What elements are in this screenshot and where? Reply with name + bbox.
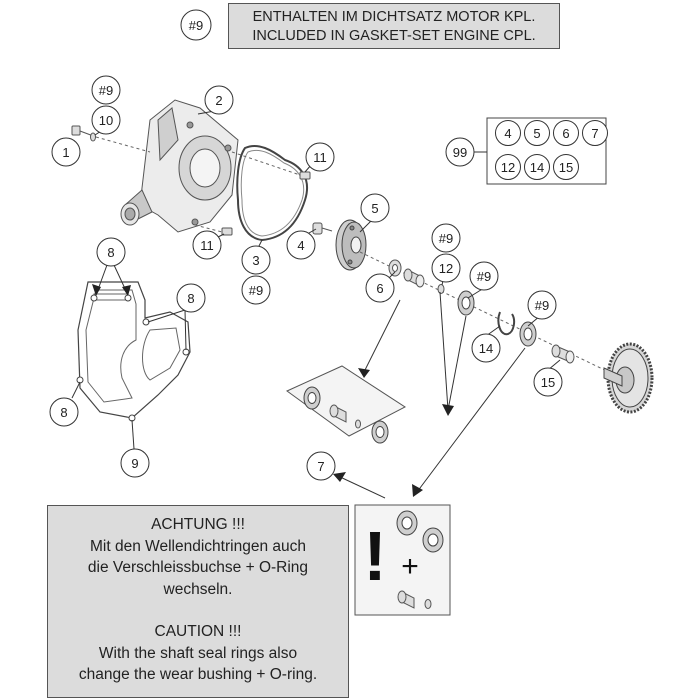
callout-c11a: 11 (305, 142, 335, 172)
callout-c8b: 8 (176, 283, 206, 313)
callout-c2: 2 (204, 85, 234, 115)
svg-text:7: 7 (317, 459, 324, 474)
svg-text:#9: #9 (189, 18, 203, 33)
note-en-title: CAUTION !!! (154, 623, 242, 640)
svg-text:#9: #9 (99, 83, 113, 98)
screw-11-upper (231, 151, 311, 180)
legend-line-en: INCLUDED IN GASKET-SET ENGINE CPL. (252, 28, 536, 44)
svg-text:14: 14 (479, 341, 493, 356)
callout-h9d: #9 (469, 261, 499, 291)
svg-text:15: 15 (541, 375, 555, 390)
callout-c4: 4 (286, 230, 316, 260)
callout-kit-item-4: 4 (495, 120, 521, 146)
svg-text:6: 6 (562, 126, 569, 141)
callout-c6: 6 (365, 273, 395, 303)
callout-c5: 5 (360, 193, 390, 223)
shaft-seal-lower (519, 321, 537, 347)
callout-kit-item-5: 5 (524, 120, 550, 146)
callout-c8c: 8 (49, 397, 79, 427)
note-en-line2: change the wear bushing + O-ring. (78, 666, 318, 683)
callout-h9e: #9 (527, 290, 557, 320)
note-de-title: ACHTUNG !!! (151, 516, 245, 533)
note-de-line1: Mit den Wellendichtringen auch (90, 537, 306, 555)
svg-text:99: 99 (453, 145, 467, 160)
callout-c10: 10 (91, 105, 121, 135)
warning-exclamation: ! (363, 517, 386, 595)
svg-text:1: 1 (62, 145, 69, 160)
screw-11-lower (194, 224, 233, 236)
warning-box: ! + (354, 504, 451, 616)
svg-text:11: 11 (313, 150, 327, 165)
callout-c12: 12 (431, 253, 461, 283)
washer-10 (90, 132, 96, 142)
svg-text:11: 11 (200, 238, 214, 253)
svg-text:#9: #9 (249, 283, 263, 298)
svg-text:12: 12 (439, 261, 453, 276)
svg-text:5: 5 (371, 201, 378, 216)
note-de-line3: wechseln. (163, 580, 233, 598)
note-de-line2: die Verschleissbuchse + O-Ring (87, 559, 309, 576)
callout-kit-item-15: 15 (553, 154, 579, 180)
callout-c15: 15 (533, 367, 563, 397)
legend-ref-callout: #9 (180, 9, 212, 41)
arrowheads (92, 284, 454, 497)
o-ring-12 (437, 284, 445, 294)
svg-text:5: 5 (533, 126, 540, 141)
callout-c7: 7 (306, 451, 336, 481)
gasket-3 (236, 144, 308, 242)
callout-c8a: 8 (96, 237, 126, 267)
warning-plus: + (401, 550, 419, 583)
svg-text:6: 6 (376, 281, 383, 296)
caution-note: ACHTUNG !!! Mit den Wellendichtringen au… (47, 505, 349, 698)
wear-bushing (403, 268, 425, 288)
callout-kit-number: 99 (445, 137, 475, 167)
circlip-14 (497, 311, 516, 336)
svg-text:10: 10 (99, 113, 113, 128)
gasket-set-legend: ENTHALTEN IM DICHTSATZ MOTOR KPL. INCLUD… (228, 3, 560, 49)
seal-set-7-box (286, 365, 406, 444)
shaft-seal-upper (457, 290, 475, 316)
callout-kit-item-14: 14 (524, 154, 550, 180)
pin-4 (312, 222, 333, 235)
callout-h9b: #9 (241, 275, 271, 305)
svg-text:15: 15 (559, 160, 573, 175)
svg-text:4: 4 (504, 126, 511, 141)
svg-text:8: 8 (60, 405, 67, 420)
callout-h9c: #9 (431, 223, 461, 253)
callout-c14: 14 (471, 333, 501, 363)
gasket-9 (77, 281, 191, 419)
svg-text:3: 3 (252, 253, 259, 268)
callout-c1: 1 (51, 137, 81, 167)
svg-text:9: 9 (131, 456, 138, 471)
water-pump-cover (120, 99, 239, 233)
bushing-6 (388, 259, 402, 277)
note-en-line1: With the shaft seal rings also (98, 644, 298, 662)
svg-text:#9: #9 (477, 269, 491, 284)
svg-text:4: 4 (297, 238, 304, 253)
svg-text:8: 8 (187, 291, 194, 306)
svg-text:#9: #9 (535, 298, 549, 313)
bushing-15 (551, 344, 575, 364)
callout-kit-item-6: 6 (553, 120, 579, 146)
callout-kit-item-12: 12 (495, 154, 521, 180)
impeller-5 (335, 219, 367, 271)
callout-h9a: #9 (91, 75, 121, 105)
svg-text:#9: #9 (439, 231, 453, 246)
callout-c11b: 11 (192, 230, 222, 260)
drive-gear (603, 342, 654, 414)
svg-text:2: 2 (215, 93, 222, 108)
svg-text:7: 7 (591, 126, 598, 141)
callout-kit-item-7: 7 (582, 120, 608, 146)
svg-text:14: 14 (530, 160, 544, 175)
svg-text:12: 12 (501, 160, 515, 175)
legend-line-de: ENTHALTEN IM DICHTSATZ MOTOR KPL. (252, 9, 536, 25)
callout-c3: 3 (241, 245, 271, 275)
svg-text:8: 8 (107, 245, 114, 260)
callout-c9: 9 (120, 448, 150, 478)
